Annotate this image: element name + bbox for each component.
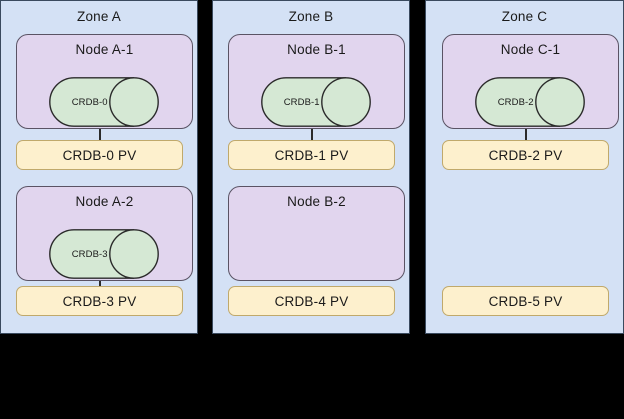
pv-crdb-3[interactable]: CRDB-3 PV xyxy=(16,286,183,316)
pv-crdb-0[interactable]: CRDB-0 PV xyxy=(16,140,183,170)
node-b-2-title: Node B-2 xyxy=(287,194,346,209)
node-c-1[interactable]: Node C-1 CRDB-2 xyxy=(442,34,619,129)
node-c-1-title: Node C-1 xyxy=(500,42,561,57)
pv-crdb-5[interactable]: CRDB-5 PV xyxy=(442,286,609,316)
pv-crdb-2[interactable]: CRDB-2 PV xyxy=(442,140,609,170)
pod-crdb-1[interactable]: CRDB-1 xyxy=(261,77,371,127)
pod-crdb-3-label: CRDB-3 xyxy=(71,248,108,260)
zone-c-title: Zone C xyxy=(501,9,548,24)
cylinder-shape-icon xyxy=(475,77,585,127)
pv-crdb-4[interactable]: CRDB-4 PV xyxy=(228,286,395,316)
node-a-2[interactable]: Node A-2 CRDB-3 xyxy=(16,186,193,281)
pod-crdb-1-label: CRDB-1 xyxy=(283,96,320,108)
cylinder-shape-icon xyxy=(261,77,371,127)
node-b-1[interactable]: Node B-1 CRDB-1 xyxy=(228,34,405,129)
zone-b-title: Zone B xyxy=(288,9,334,24)
connector-node-b-1-to-pv xyxy=(311,129,313,140)
node-a-1-title: Node A-1 xyxy=(75,42,134,57)
pod-crdb-0-label: CRDB-0 xyxy=(71,96,108,108)
connector-node-a-1-to-pv xyxy=(99,129,101,140)
connector-node-c-1-to-pv xyxy=(525,129,527,140)
zone-c[interactable]: Zone C Node C-1 CRDB-2 CRDB-2 PV CRDB-5 … xyxy=(425,0,624,334)
pod-crdb-2[interactable]: CRDB-2 xyxy=(475,77,585,127)
zone-a-title: Zone A xyxy=(77,9,121,24)
node-a-2-title: Node A-2 xyxy=(75,194,134,209)
zone-b[interactable]: Zone B Node B-1 CRDB-1 CRDB-1 PV Node B-… xyxy=(212,0,410,334)
pod-crdb-2-label: CRDB-2 xyxy=(497,96,534,108)
node-b-1-title: Node B-1 xyxy=(287,42,346,57)
node-a-1[interactable]: Node A-1 CRDB-0 xyxy=(16,34,193,129)
zone-a[interactable]: Zone A Node A-1 CRDB-0 CRDB-0 PV Node A-… xyxy=(0,0,198,334)
cylinder-shape-icon xyxy=(49,77,159,127)
pv-crdb-1[interactable]: CRDB-1 PV xyxy=(228,140,395,170)
cylinder-shape-icon xyxy=(49,229,159,279)
pod-crdb-3[interactable]: CRDB-3 xyxy=(49,229,159,279)
pod-crdb-0[interactable]: CRDB-0 xyxy=(49,77,159,127)
node-b-2[interactable]: Node B-2 xyxy=(228,186,405,281)
